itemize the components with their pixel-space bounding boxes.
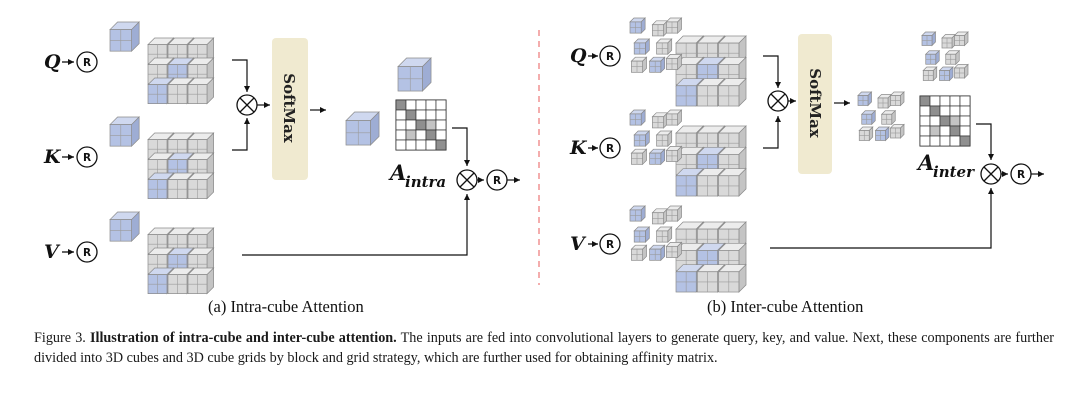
inter-v-label: V	[570, 233, 587, 255]
intra-k-cube-block	[147, 132, 215, 200]
svg-text:R: R	[83, 57, 91, 69]
inter-v-relayout-op: R	[599, 233, 621, 255]
inter-q-cube-block	[675, 35, 747, 107]
inter-v-scattered-cubes	[629, 205, 683, 262]
caption-figure-label: Figure 3.	[34, 330, 86, 346]
inter-attn-scatter-left	[857, 91, 905, 142]
inter-affinity-matrix	[919, 95, 971, 147]
svg-text:R: R	[493, 175, 501, 187]
intra-attn-label: A	[388, 160, 406, 185]
caption-title: Illustration of intra-cube and inter-cub…	[90, 330, 397, 346]
architecture-diagram: Q K V R R R SoftMax	[43, 17, 1044, 295]
inter-qk-multiply-op	[767, 90, 789, 112]
intra-v-small-cube	[109, 211, 141, 243]
svg-text:R: R	[1017, 169, 1025, 181]
inter-attn-subscript: inter	[933, 163, 975, 181]
caption-body: The inputs are fed into convolutional la…	[34, 330, 1054, 366]
inter-q-label: Q	[570, 45, 587, 67]
intra-attn-cube-top	[397, 57, 432, 92]
inter-q-scattered-cubes	[629, 17, 683, 74]
intra-k-label: K	[43, 146, 62, 168]
intra-sublabel: (a) Intra-cube Attention	[208, 297, 364, 316]
inter-av-multiply-op	[980, 163, 1002, 185]
svg-text:R: R	[83, 152, 91, 164]
svg-text:R: R	[83, 247, 91, 259]
intra-q-small-cube	[109, 21, 141, 53]
intra-attn-subscript: intra	[405, 173, 446, 191]
inter-attn-label: A	[916, 150, 934, 175]
intra-qk-multiply-op	[236, 94, 258, 116]
intra-panel: Q K V R R R SoftMax	[43, 21, 520, 295]
intra-affinity-matrix	[395, 99, 447, 151]
intra-softmax-box: SoftMax	[272, 38, 308, 180]
inter-k-scattered-cubes	[629, 109, 683, 166]
intra-q-relayout-op: R	[76, 51, 98, 73]
figure-caption: Figure 3. Illustration of intra-cube and…	[34, 329, 1054, 368]
intra-v-relayout-op: R	[76, 241, 98, 263]
inter-panel: Q K V R R R SoftMax A inter	[569, 17, 1044, 293]
inter-attn-scatter-top	[921, 31, 969, 82]
svg-text:SoftMax: SoftMax	[280, 73, 298, 144]
inter-q-relayout-op: R	[599, 45, 621, 67]
intra-attn-cube-left	[345, 111, 380, 146]
intra-k-relayout-op: R	[76, 146, 98, 168]
inter-k-label: K	[569, 137, 588, 159]
intra-v-label: V	[44, 241, 61, 263]
inter-k-cube-block	[675, 125, 747, 197]
inter-output-relayout-op: R	[1010, 163, 1032, 185]
intra-v-cube-block	[147, 227, 215, 295]
intra-q-label: Q	[44, 51, 61, 73]
inter-sublabel: (b) Inter-cube Attention	[707, 297, 864, 316]
intra-av-multiply-op	[456, 169, 478, 191]
svg-text:R: R	[606, 143, 614, 155]
intra-q-cube-block	[147, 37, 215, 105]
svg-text:R: R	[606, 51, 614, 63]
inter-k-relayout-op: R	[599, 137, 621, 159]
intra-output-relayout-op: R	[486, 169, 508, 191]
intra-k-small-cube	[109, 116, 141, 148]
svg-text:SoftMax: SoftMax	[806, 68, 824, 139]
svg-text:R: R	[606, 239, 614, 251]
inter-v-cube-block	[675, 221, 747, 293]
inter-softmax-box: SoftMax	[798, 34, 832, 174]
